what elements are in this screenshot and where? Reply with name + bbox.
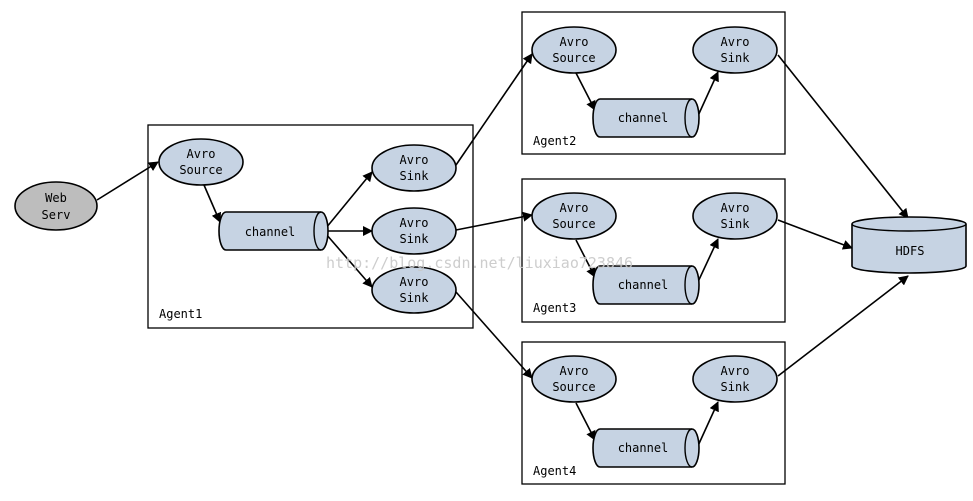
edge-sink3-to-agent4 <box>455 291 533 379</box>
edge-agent4-channel-to-sink <box>696 401 719 449</box>
svg-text:Sink: Sink <box>400 169 430 183</box>
svg-text:Avro: Avro <box>187 147 216 161</box>
agent1-label: Agent1 <box>159 307 202 321</box>
edge-agent2-source-to-channel <box>575 72 596 111</box>
edge-agent2-sink-to-hdfs <box>777 54 909 219</box>
watermark-text: http://blog.csdn.net/liuxiao723846 <box>326 254 633 272</box>
svg-text:Avro: Avro <box>721 35 750 49</box>
edge-agent3-channel-to-sink <box>696 238 719 285</box>
agent1-sink2-node: Avro Sink <box>371 207 457 255</box>
agent3-label: Agent3 <box>533 301 576 315</box>
agent2-sink-node: Avro Sink <box>692 26 778 74</box>
svg-text:Avro: Avro <box>560 201 589 215</box>
agent4-channel-label: channel <box>618 441 669 455</box>
svg-text:Avro: Avro <box>560 35 589 49</box>
svg-text:Avro: Avro <box>400 153 429 167</box>
agent2-box: Agent2 <box>521 11 786 155</box>
svg-text:Source: Source <box>552 217 595 231</box>
agent4-label: Agent4 <box>533 464 576 478</box>
agent4-box: Agent4 <box>521 341 786 485</box>
agent1-channel-label: channel <box>245 225 296 239</box>
agent4-source-node: Avro Source <box>531 355 617 403</box>
agent1-sink1-node: Avro Sink <box>371 144 457 192</box>
edge-agent1-channel-to-sink3 <box>325 233 373 288</box>
edge-sink1-to-agent2 <box>455 53 533 166</box>
svg-text:Avro: Avro <box>560 364 589 378</box>
svg-text:Sink: Sink <box>400 232 430 246</box>
edge-agent4-sink-to-hdfs <box>777 275 909 377</box>
svg-text:Source: Source <box>552 51 595 65</box>
svg-text:Source: Source <box>179 163 222 177</box>
edge-agent1-channel-to-sink1 <box>325 171 373 229</box>
agent1-source-node: Avro Source <box>158 138 244 186</box>
hdfs-storage-node: HDFS <box>851 216 967 274</box>
agent4-sink-node: Avro Sink <box>692 355 778 403</box>
web-server-node: Web Serv <box>14 181 98 231</box>
agent1-sink3-node: Avro Sink <box>371 266 457 314</box>
agent2-source-node: Avro Source <box>531 26 617 74</box>
svg-text:Sink: Sink <box>721 51 751 65</box>
svg-text:Sink: Sink <box>721 217 751 231</box>
edge-agent3-source-to-channel <box>575 239 596 278</box>
agent2-channel-node: channel <box>592 98 700 138</box>
agent3-box: Agent3 <box>521 178 786 323</box>
agent3-source-node: Avro Source <box>531 192 617 240</box>
svg-text:Avro: Avro <box>721 364 750 378</box>
edge-agent4-source-to-channel <box>575 402 596 441</box>
edge-agent3-sink-to-hdfs <box>777 219 853 250</box>
edges <box>96 53 909 449</box>
svg-text:Avro: Avro <box>400 275 429 289</box>
svg-text:Avro: Avro <box>721 201 750 215</box>
agent2-label: Agent2 <box>533 134 576 148</box>
edge-web-to-agent1-source <box>96 161 159 201</box>
edge-sink2-to-agent3 <box>455 211 533 231</box>
agent3-channel-node: channel <box>592 265 700 305</box>
svg-text:Sink: Sink <box>721 380 751 394</box>
edge-agent2-channel-to-sink <box>696 71 719 119</box>
web-server-label-line1: Web <box>45 191 67 205</box>
edge-agent1-source-to-channel <box>203 184 222 223</box>
agent1-channel-node: channel <box>218 211 329 251</box>
agent3-channel-label: channel <box>618 278 669 292</box>
agent4-channel-node: channel <box>592 428 700 468</box>
svg-text:Avro: Avro <box>400 216 429 230</box>
svg-text:Source: Source <box>552 380 595 394</box>
hdfs-label: HDFS <box>896 244 925 258</box>
svg-text:Sink: Sink <box>400 291 430 305</box>
web-server-label-line2: Serv <box>42 208 71 222</box>
agent2-channel-label: channel <box>618 111 669 125</box>
agent3-sink-node: Avro Sink <box>692 192 778 240</box>
